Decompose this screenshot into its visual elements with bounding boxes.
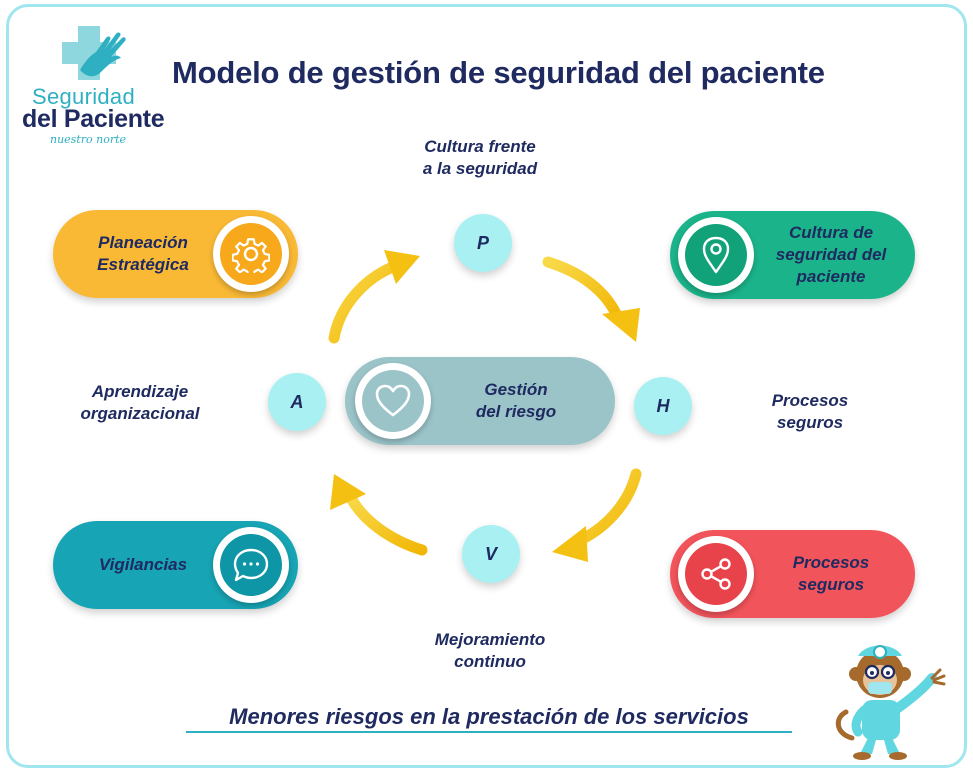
footer-text: Menores riesgos en la prestación de los …	[229, 704, 749, 729]
heart-icon	[375, 384, 411, 417]
pill-planeacion-line2: Estratégica	[97, 255, 189, 274]
share-icon	[701, 558, 731, 590]
pill-procesos-ring	[678, 536, 754, 612]
label-mejoramiento: Mejoramiento continuo	[405, 629, 575, 673]
center-text-line1: Gestión	[484, 380, 548, 399]
label-procesos-seguros-line2: seguros	[776, 413, 844, 432]
logo-cross-icon	[62, 26, 126, 80]
arrow-p-to-h	[542, 256, 640, 342]
pill-cultura-line2: seguridad del	[775, 245, 887, 264]
center-icon-ring	[355, 363, 431, 439]
pill-cultura: Cultura de seguridad del paciente	[670, 211, 915, 299]
label-aprendizaje-line2: organizacional	[80, 404, 200, 423]
phva-p-circle: P	[454, 214, 512, 272]
logo: Seguridad del Paciente nuestro norte	[20, 20, 170, 150]
pill-vigilancias-line1: Vigilancias	[98, 555, 188, 574]
center-text: Gestión del riesgo	[441, 357, 591, 445]
arrow-a-to-p	[328, 250, 420, 344]
pill-cultura-inner	[685, 224, 747, 286]
logo-text-seguridad: Seguridad	[32, 84, 135, 109]
phva-h-circle: H	[634, 377, 692, 435]
pill-cultura-text: Cultura de seguridad del paciente	[756, 211, 906, 299]
arrow-v-to-a	[330, 474, 428, 556]
pill-procesos-text: Procesos seguros	[756, 530, 906, 618]
location-pin-icon	[702, 236, 730, 274]
label-mejoramiento-line2: continuo	[454, 652, 526, 671]
label-aprendizaje: Aprendizaje organizacional	[55, 381, 225, 425]
phva-v-circle: V	[462, 525, 520, 583]
pill-procesos-inner	[685, 543, 747, 605]
label-aprendizaje-line1: Aprendizaje	[91, 382, 189, 401]
pill-cultura-line1: Cultura de	[788, 223, 874, 242]
pill-cultura-line3: paciente	[796, 267, 866, 286]
label-cultura-frente-line1: Cultura frente	[424, 137, 536, 156]
pill-cultura-ring	[678, 217, 754, 293]
label-procesos-seguros: Procesos seguros	[735, 390, 885, 434]
center-text-line2: del riesgo	[475, 402, 557, 421]
pill-vigilancias: Vigilancias	[53, 521, 298, 609]
pill-procesos-line2: seguros	[797, 575, 865, 594]
center-gestion-riesgo: Gestión del riesgo	[345, 357, 615, 445]
logo-text-del-paciente: del Paciente	[22, 105, 165, 133]
pill-planeacion-text: Planeación Estratégica	[63, 210, 223, 298]
pill-procesos-line1: Procesos	[792, 553, 870, 572]
footer-underline	[186, 731, 792, 733]
phva-a-circle: A	[268, 373, 326, 431]
doctor-monkey-icon	[835, 645, 946, 760]
pill-procesos: Procesos seguros	[670, 530, 915, 618]
chat-bubble-icon	[233, 548, 269, 582]
arrow-h-to-v	[552, 468, 642, 562]
pill-vigilancias-text: Vigilancias	[63, 521, 223, 609]
pill-planeacion-ring	[213, 216, 289, 292]
label-procesos-seguros-line1: Procesos	[771, 391, 849, 410]
pill-vigilancias-ring	[213, 527, 289, 603]
pill-planeacion-line1: Planeación	[98, 233, 188, 252]
pill-planeacion-inner	[220, 223, 282, 285]
label-cultura-frente: Cultura frente a la seguridad	[395, 136, 565, 180]
gear-icon	[232, 238, 270, 273]
label-cultura-frente-line2: a la seguridad	[422, 159, 538, 178]
pill-vigilancias-inner	[220, 534, 282, 596]
center-icon-inner	[362, 370, 424, 432]
label-mejoramiento-line1: Mejoramiento	[434, 630, 546, 649]
page-title: Modelo de gestión de seguridad del pacie…	[172, 55, 825, 90]
logo-tagline: nuestro norte	[50, 133, 127, 146]
pill-planeacion: Planeación Estratégica	[53, 210, 298, 298]
